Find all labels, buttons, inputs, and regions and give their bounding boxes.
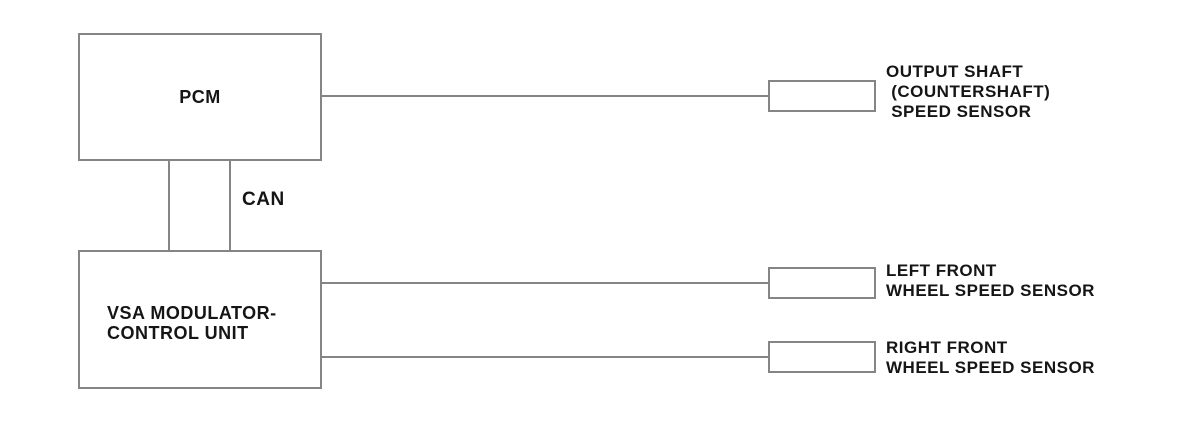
can-bus-label: CAN — [242, 189, 285, 210]
pcm-to-output-shaft-sensor-wire — [321, 95, 768, 97]
output-shaft-sensor-label: OUTPUT SHAFT (COUNTERSHAFT) SPEED SENSOR — [886, 62, 1051, 121]
vsa-modulator-control-unit-node-label: VSA MODULATOR- CONTROL UNIT — [107, 303, 277, 343]
can-bus-wire-left — [168, 160, 170, 250]
vsa-to-left-front-sensor-wire — [321, 282, 768, 284]
left-front-sensor-connector-box — [768, 267, 876, 299]
pcm-node-box: PCM — [78, 33, 322, 161]
can-bus-wire-right — [229, 160, 231, 250]
vsa-to-right-front-sensor-wire — [321, 356, 768, 358]
left-front-sensor-label: LEFT FRONT WHEEL SPEED SENSOR — [886, 261, 1095, 300]
pcm-node-label: PCM — [179, 87, 221, 107]
right-front-sensor-connector-box — [768, 341, 876, 373]
output-shaft-sensor-connector-box — [768, 80, 876, 112]
vsa-modulator-control-unit-node-box: VSA MODULATOR- CONTROL UNIT — [78, 250, 322, 389]
right-front-sensor-label: RIGHT FRONT WHEEL SPEED SENSOR — [886, 338, 1095, 377]
